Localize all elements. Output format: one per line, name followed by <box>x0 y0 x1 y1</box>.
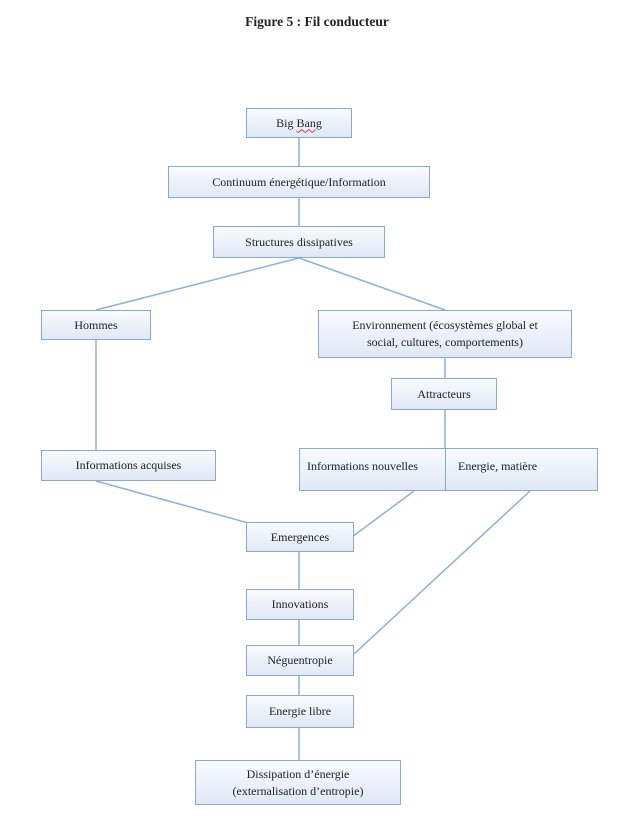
edge-structures-hommes <box>95 257 300 311</box>
node-dissipation: Dissipation d’énergie (externalisation d… <box>195 760 401 805</box>
node-informations-acquises: Informations acquises <box>41 450 216 481</box>
node-structures-label: Structures dissipatives <box>245 234 353 249</box>
node-environnement-line1: Environnement (écosystèmes global et <box>352 318 538 332</box>
node-big-bang: Big Bang <box>246 108 352 138</box>
node-environnement-line2: social, cultures, comportements) <box>367 335 523 349</box>
node-energie-libre-label: Energie libre <box>268 704 332 718</box>
edge-energie-matiere-neguentropie <box>353 490 531 655</box>
node-emergences-label: Emergences <box>270 529 330 544</box>
node-attracteurs-label: Attracteurs <box>417 386 471 401</box>
node-continuum: Continuum énergétique/Information <box>168 166 430 198</box>
node-informations-acquises-label: Informations acquises <box>75 458 182 472</box>
figure-title: Figure 5 : Fil conducteur <box>245 14 389 29</box>
node-environnement: Environnement (écosystèmes global et soc… <box>318 310 572 358</box>
node-hommes: Hommes <box>41 310 151 340</box>
node-neguentropie: Néguentropie <box>246 645 354 676</box>
node-dissipation-line1: Dissipation d’énergie <box>246 766 350 781</box>
node-energie-matiere: Energie, matière <box>445 448 598 491</box>
node-emergences: Emergences <box>246 522 354 552</box>
node-innovations-label: Innovations <box>271 597 329 611</box>
node-neguentropie-label: Néguentropie <box>267 653 333 667</box>
bang-word: Bang <box>296 115 322 130</box>
node-hommes-label: Hommes <box>74 317 118 332</box>
node-structures-dissipatives: Structures dissipatives <box>213 226 385 258</box>
node-big-bang-label: Big Bang <box>276 115 322 132</box>
node-dissipation-line2: (externalisation d’entropie) <box>232 783 364 798</box>
edge-infos-nouvelles-emergences <box>351 490 415 538</box>
node-energie-libre: Energie libre <box>246 695 354 728</box>
edge-structures-environnement <box>298 257 446 311</box>
big-word: Big <box>276 115 294 130</box>
node-informations-nouvelles: Informations nouvelles <box>299 448 446 491</box>
node-innovations: Innovations <box>246 589 354 620</box>
node-energie-matiere-label: Energie, matière <box>458 459 538 473</box>
node-continuum-label: Continuum énergétique/Information <box>212 174 386 189</box>
node-informations-nouvelles-label: Informations nouvelles <box>307 459 418 473</box>
node-attracteurs: Attracteurs <box>391 378 497 410</box>
